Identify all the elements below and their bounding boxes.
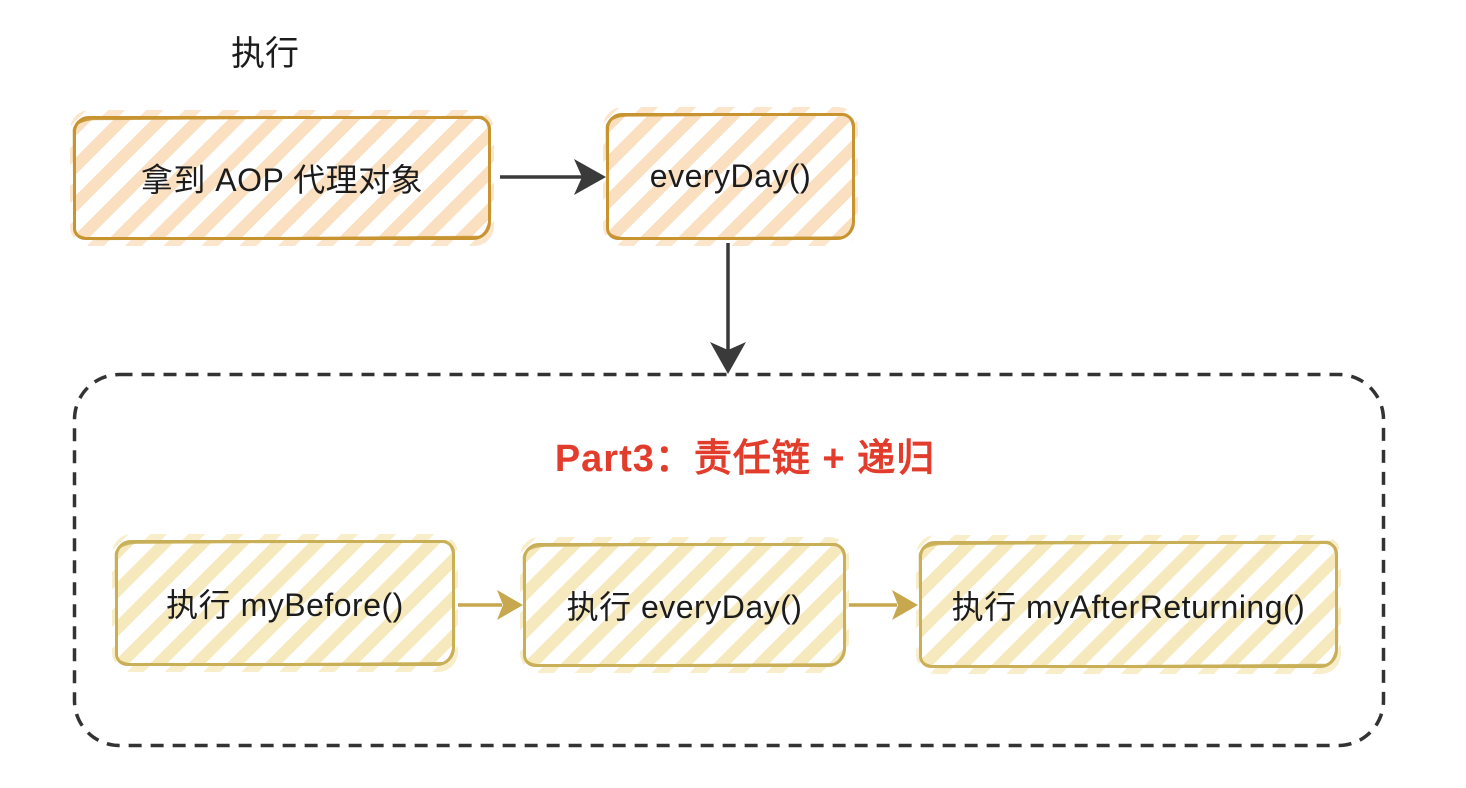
node-everyday-label: everyDay()	[649, 158, 812, 194]
arrow-everyday-to-part3	[710, 243, 746, 374]
node-exec-everyday-label: 执行 everyDay()	[566, 589, 803, 625]
node-exec-everyday: 执行 everyDay()	[520, 537, 849, 673]
arrow-aop-to-everyday	[500, 159, 606, 195]
exec-label: 执行	[231, 35, 299, 73]
node-aop-proxy: 拿到 AOP 代理对象	[70, 110, 494, 246]
node-aop-proxy-label: 拿到 AOP 代理对象	[140, 162, 424, 198]
node-exec-mybefore-label: 执行 myBefore()	[166, 587, 404, 623]
node-exec-myafterreturning-label: 执行 myAfterReturning()	[951, 588, 1306, 625]
node-exec-myafterreturning: 执行 myAfterReturning()	[916, 535, 1341, 674]
part3-title: Part3：责任链 + 递归	[554, 438, 936, 480]
arrow-mybefore-to-everyday	[458, 590, 523, 620]
arrow-everyday-to-afterreturning	[849, 590, 918, 620]
node-everyday: everyDay()	[603, 107, 858, 246]
node-exec-mybefore: 执行 myBefore()	[112, 534, 458, 672]
